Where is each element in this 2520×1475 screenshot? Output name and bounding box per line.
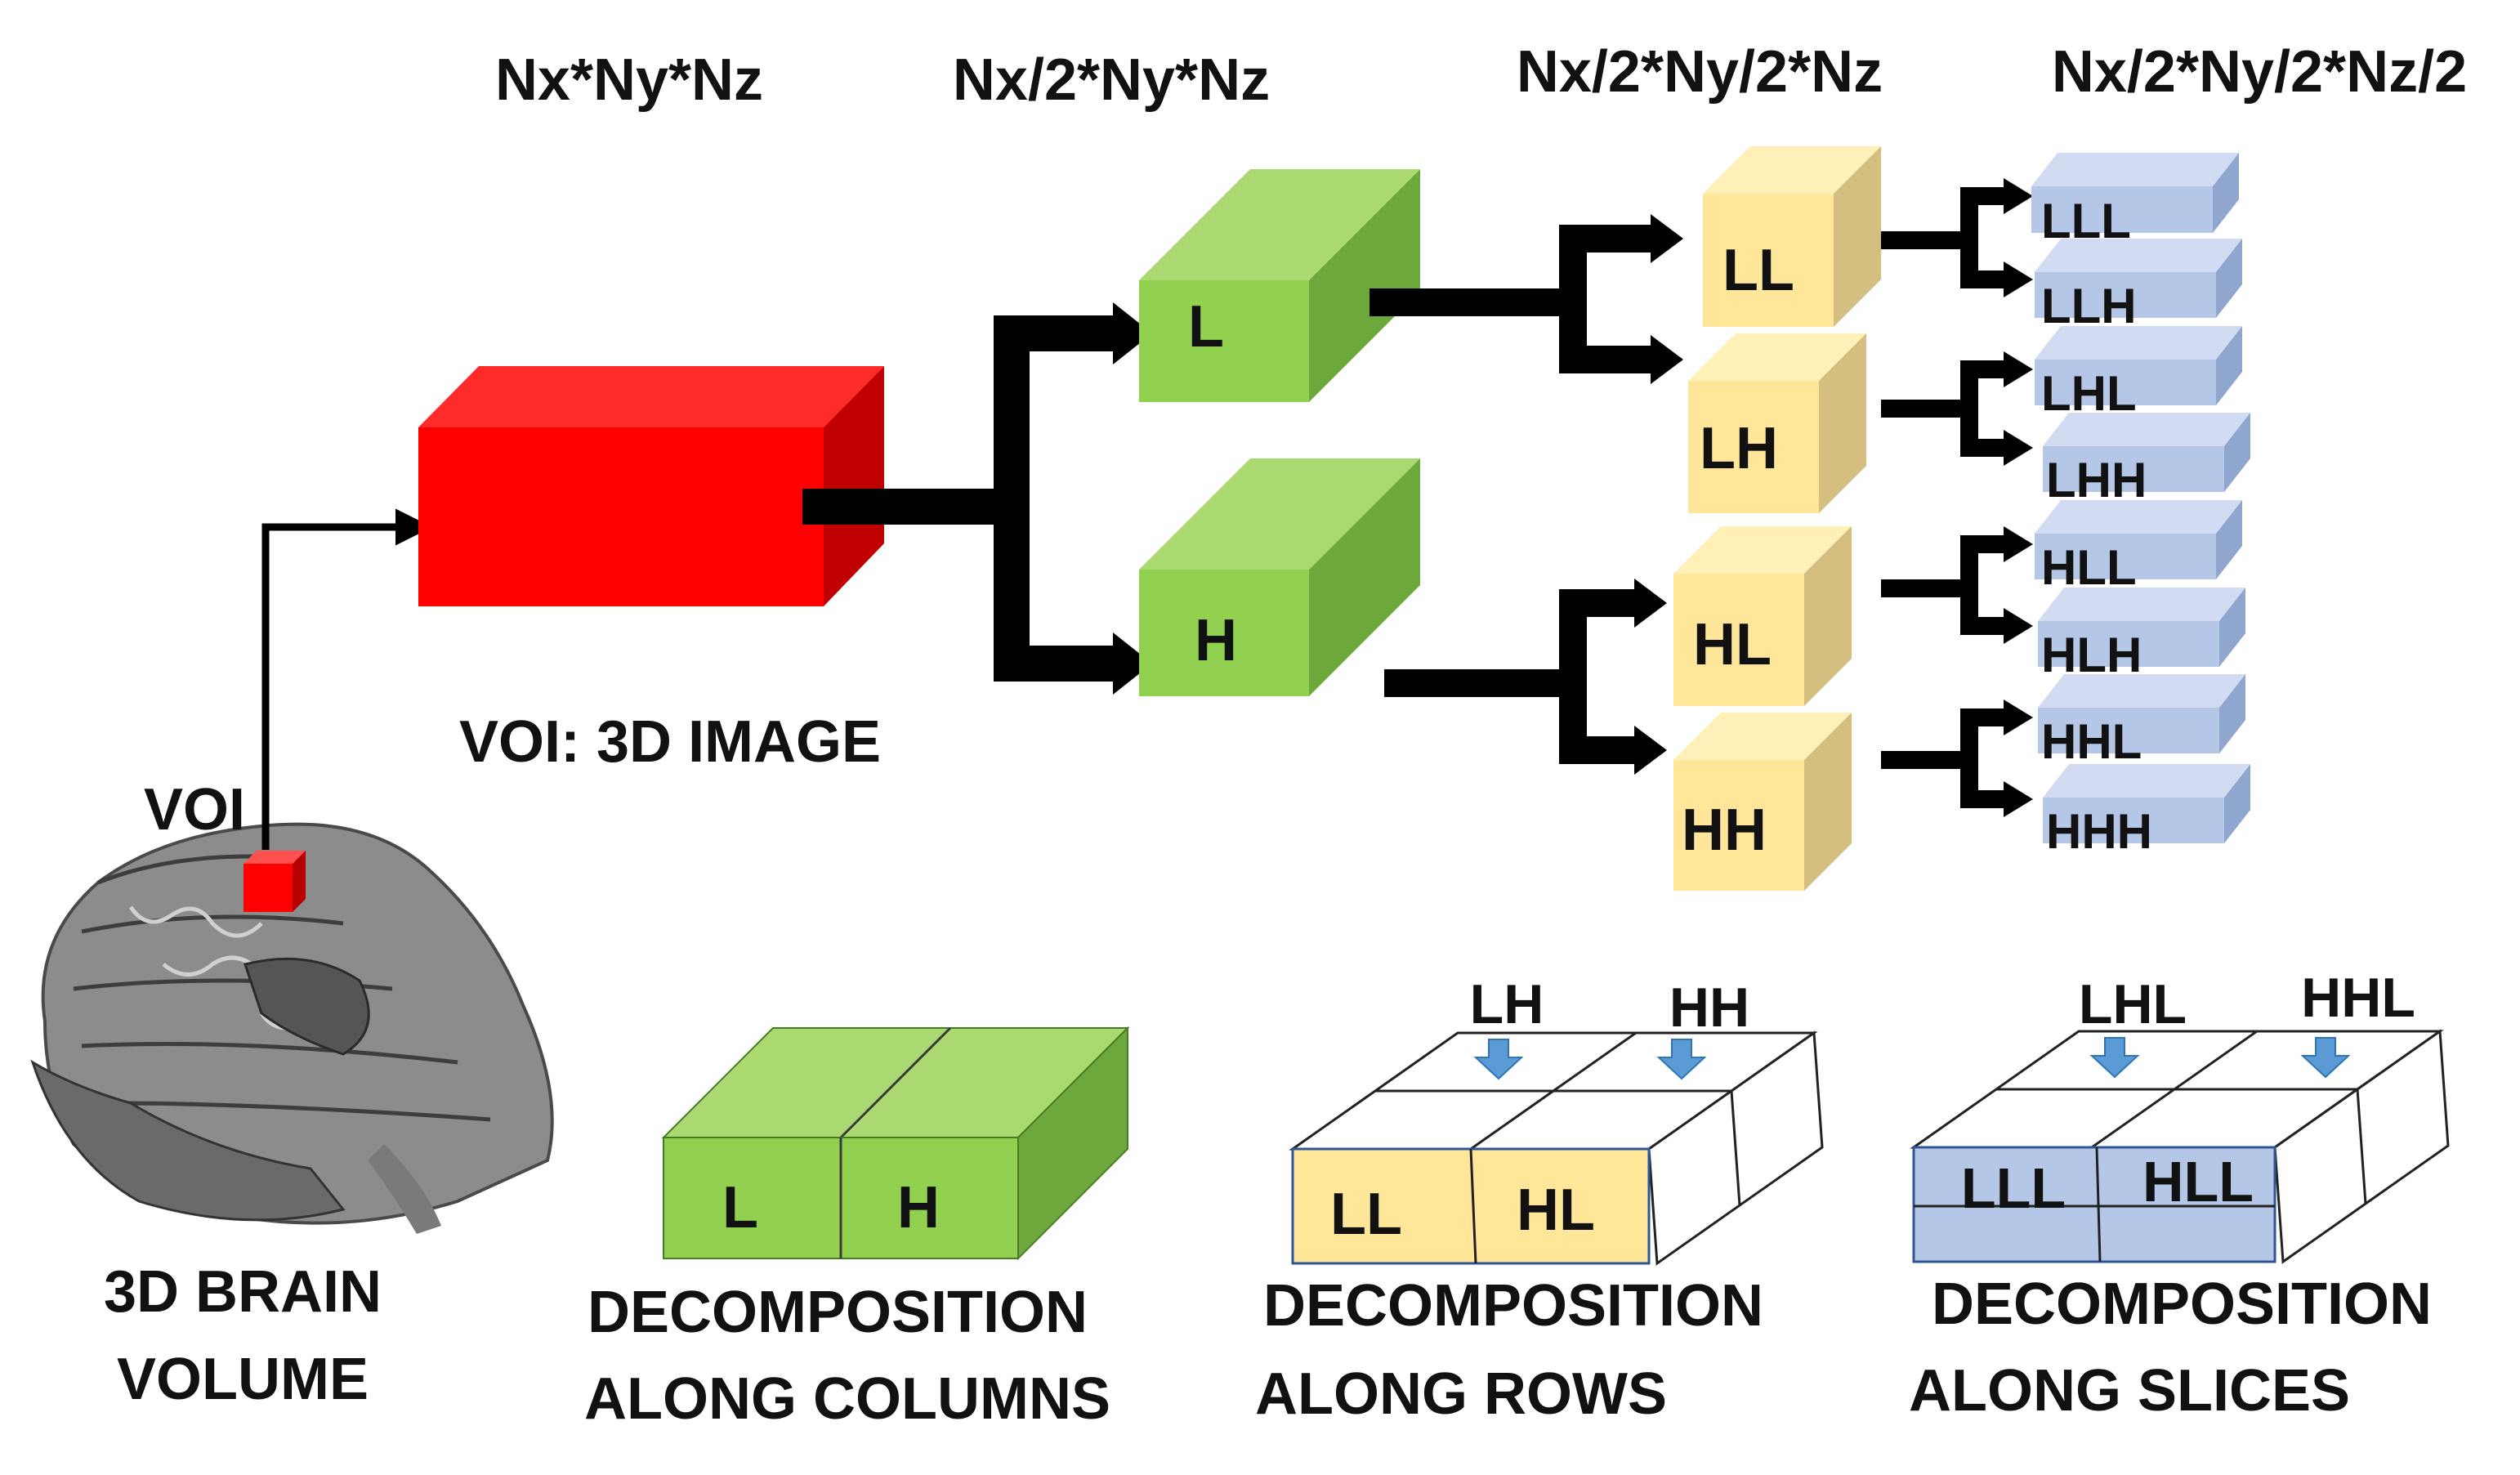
voi-3d-image-cuboid xyxy=(418,366,884,606)
split-arrow-level1 xyxy=(802,315,1128,682)
split-arrow-LL xyxy=(1881,187,2010,288)
cube-HHL: HHL xyxy=(2038,674,2245,769)
legend-rows-top-label-HH: HH xyxy=(1669,977,1749,1039)
arrowhead-to-LL xyxy=(1651,214,1683,263)
legend-rows-cell-HL: HL xyxy=(1517,1178,1595,1243)
legend-rows-down-arrow-2 xyxy=(1656,1039,1707,1080)
arrowhead-to-H xyxy=(1113,632,1152,695)
voi-marker-label: VOI xyxy=(144,777,245,843)
cube-HHH-label: HHH xyxy=(2046,804,2152,859)
arrowhead-to-LLL xyxy=(2004,178,2033,214)
legend-rows-block: LL HL xyxy=(1289,1030,1824,1266)
legend-rows-caption-line1: DECOMPOSITION xyxy=(1263,1273,1763,1339)
stage3-size-label: Nx/2*Ny/2*Nz/2 xyxy=(2052,39,2467,105)
arrowhead-to-LH xyxy=(1651,335,1683,384)
legend-slices-cell-HLL: HLL xyxy=(2142,1150,2254,1214)
stage1-size-label: Nx/2*Ny*Nz xyxy=(953,47,1270,113)
cube-HH: HH xyxy=(1673,713,1852,891)
arrowhead-to-HHL xyxy=(2004,700,2033,735)
legend-columns-caption-line1: DECOMPOSITION xyxy=(588,1280,1088,1345)
arrowhead-to-HLH xyxy=(2004,608,2033,644)
arrowhead-to-HH xyxy=(1634,726,1667,775)
arrowhead-to-LLH xyxy=(2004,261,2033,297)
legend-slices-cell-LLL: LLL xyxy=(1961,1156,2066,1220)
cube-LHL-label: LHL xyxy=(2041,366,2137,421)
split-arrow-LH xyxy=(1881,360,2010,457)
cube-H-label: H xyxy=(1195,608,1237,673)
arrowhead-to-HL xyxy=(1634,579,1667,628)
voi-to-image-arrow xyxy=(261,508,432,850)
stage0-size-label: Nx*Ny*Nz xyxy=(495,47,763,113)
arrowhead-to-L xyxy=(1113,302,1152,364)
cube-L: L xyxy=(1139,169,1420,402)
cube-L-label: L xyxy=(1188,294,1224,360)
legend-slices-caption-line1: DECOMPOSITION xyxy=(1932,1272,2432,1337)
arrowhead-to-LHL xyxy=(2004,351,2033,387)
cube-HHL-label: HHL xyxy=(2041,714,2142,769)
cube-LL-label: LL xyxy=(1722,238,1794,303)
arrowhead-to-LHH xyxy=(2004,430,2033,466)
legend-slices-block: LLL HLL xyxy=(1910,1029,2450,1264)
cube-LLH: LLH xyxy=(2035,239,2242,333)
arrowhead-to-HLL xyxy=(2004,526,2033,562)
cube-LL: LL xyxy=(1703,146,1881,327)
cube-HLH: HLH xyxy=(2038,588,2245,682)
cube-LLH-label: LLH xyxy=(2041,279,2137,333)
arrowhead-to-HHH xyxy=(2004,781,2033,817)
cube-HLH-label: HLH xyxy=(2041,628,2142,682)
legend-columns-cell-L: L xyxy=(722,1175,758,1240)
cube-LHH-label: LHH xyxy=(2046,453,2147,507)
cube-LHH: LHH xyxy=(2043,413,2250,507)
cube-HL-label: HL xyxy=(1693,612,1772,677)
cube-LHL: LHL xyxy=(2035,326,2242,421)
legend-slices-caption-line2: ALONG SLICES xyxy=(1909,1358,2350,1424)
legend-rows-cell-LL: LL xyxy=(1330,1182,1402,1247)
brain-caption-line1: 3D BRAIN xyxy=(104,1259,382,1325)
voi-image-caption: VOI: 3D IMAGE xyxy=(459,709,881,775)
cube-HH-label: HH xyxy=(1682,798,1767,863)
cube-HLL: HLL xyxy=(2035,500,2242,595)
cube-LLL: LLL xyxy=(2031,153,2239,248)
brain-volume-image xyxy=(30,822,554,1234)
stage2-size-label: Nx/2*Ny/2*Nz xyxy=(1517,39,1883,105)
cube-LH-label: LH xyxy=(1700,416,1778,481)
split-arrow-HH xyxy=(1881,708,2010,808)
voi-marker-cube xyxy=(244,851,306,912)
brain-caption-line2: VOLUME xyxy=(117,1347,369,1412)
cube-HHH: HHH xyxy=(2043,764,2250,859)
legend-slices-top-label-HHL: HHL xyxy=(2301,967,2415,1029)
cube-HLL-label: HLL xyxy=(2041,540,2137,595)
legend-slices-down-arrow-1 xyxy=(2089,1037,2140,1079)
cube-H: H xyxy=(1139,458,1420,696)
split-arrow-HL xyxy=(1881,535,2010,635)
legend-columns-block: L H xyxy=(661,1026,1130,1261)
legend-columns-cell-H: H xyxy=(897,1175,940,1240)
split-arrow-H xyxy=(1384,589,1642,764)
legend-columns-caption-line2: ALONG COLUMNS xyxy=(584,1366,1110,1432)
legend-rows-top-label-LH: LH xyxy=(1470,973,1544,1035)
cube-HL: HL xyxy=(1673,526,1852,706)
legend-rows-caption-line2: ALONG ROWS xyxy=(1255,1361,1667,1427)
legend-slices-down-arrow-2 xyxy=(2300,1037,2351,1079)
cube-LH: LH xyxy=(1688,333,1866,513)
legend-rows-down-arrow-1 xyxy=(1473,1039,1524,1080)
legend-slices-top-label-LHL: LHL xyxy=(2079,973,2187,1035)
split-arrow-L xyxy=(1369,225,1659,373)
